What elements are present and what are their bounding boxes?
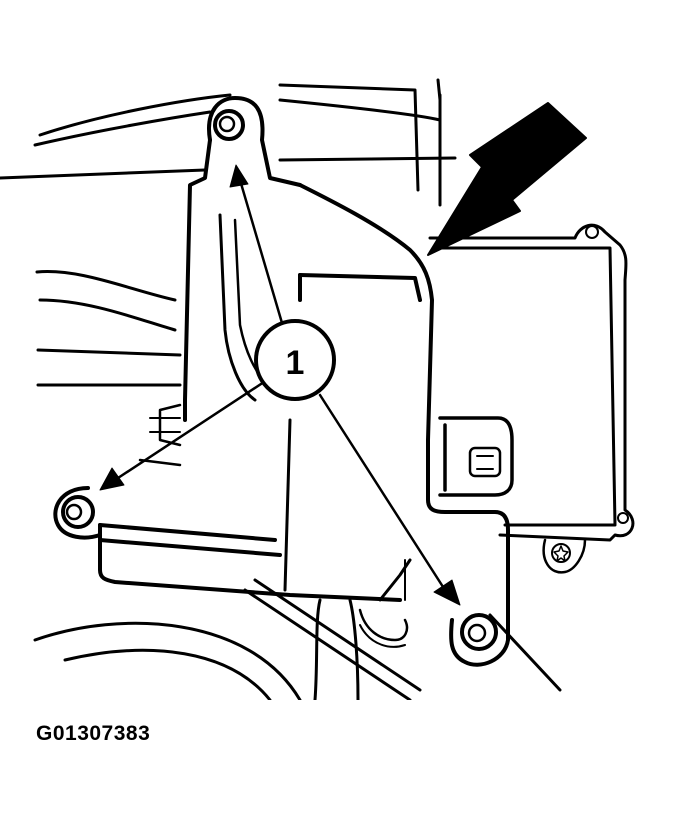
left-bolt: [53, 486, 102, 540]
pointer-arrow-icon: [427, 102, 587, 256]
figure-id: G01307383: [36, 722, 151, 745]
upper-bolt: [213, 109, 245, 141]
callout-label: 1: [286, 344, 305, 382]
module-mounting-diagram: 1: [0, 78, 635, 700]
background-structure: [0, 78, 562, 700]
callout-1: 1: [254, 319, 336, 401]
electronic-module: [428, 223, 635, 574]
callout-arrowheads: [99, 164, 461, 606]
lower-right-bolt: [460, 613, 498, 651]
connector: [438, 416, 514, 497]
callout-leaders: [116, 178, 447, 592]
